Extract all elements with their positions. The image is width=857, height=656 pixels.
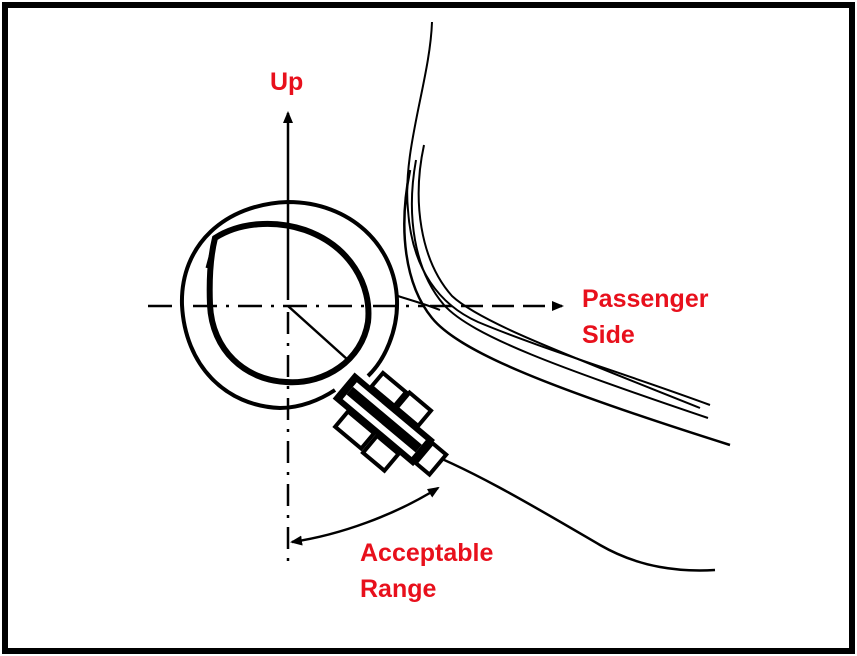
acceptable-range-arc: [290, 486, 440, 546]
side-label: Side: [582, 321, 635, 349]
hose-line-2: [417, 144, 701, 409]
passenger-label: Passenger: [582, 285, 709, 313]
hose-line-4: [403, 169, 731, 447]
acceptable-label: Acceptable: [360, 539, 494, 567]
hose-line-3: [410, 159, 709, 419]
junction-line: [397, 295, 441, 311]
bolt-assembly: [332, 370, 450, 478]
clamp-inner-notch: [205, 237, 217, 269]
range-label: Range: [360, 575, 437, 603]
up-label: Up: [270, 68, 304, 96]
lower-body-line: [414, 446, 716, 572]
bracket-centerline: [287, 305, 349, 361]
clamp-outer-loop: [179, 199, 400, 411]
clamp-inner-loop: [206, 220, 372, 386]
hose-line-1: [406, 21, 711, 406]
